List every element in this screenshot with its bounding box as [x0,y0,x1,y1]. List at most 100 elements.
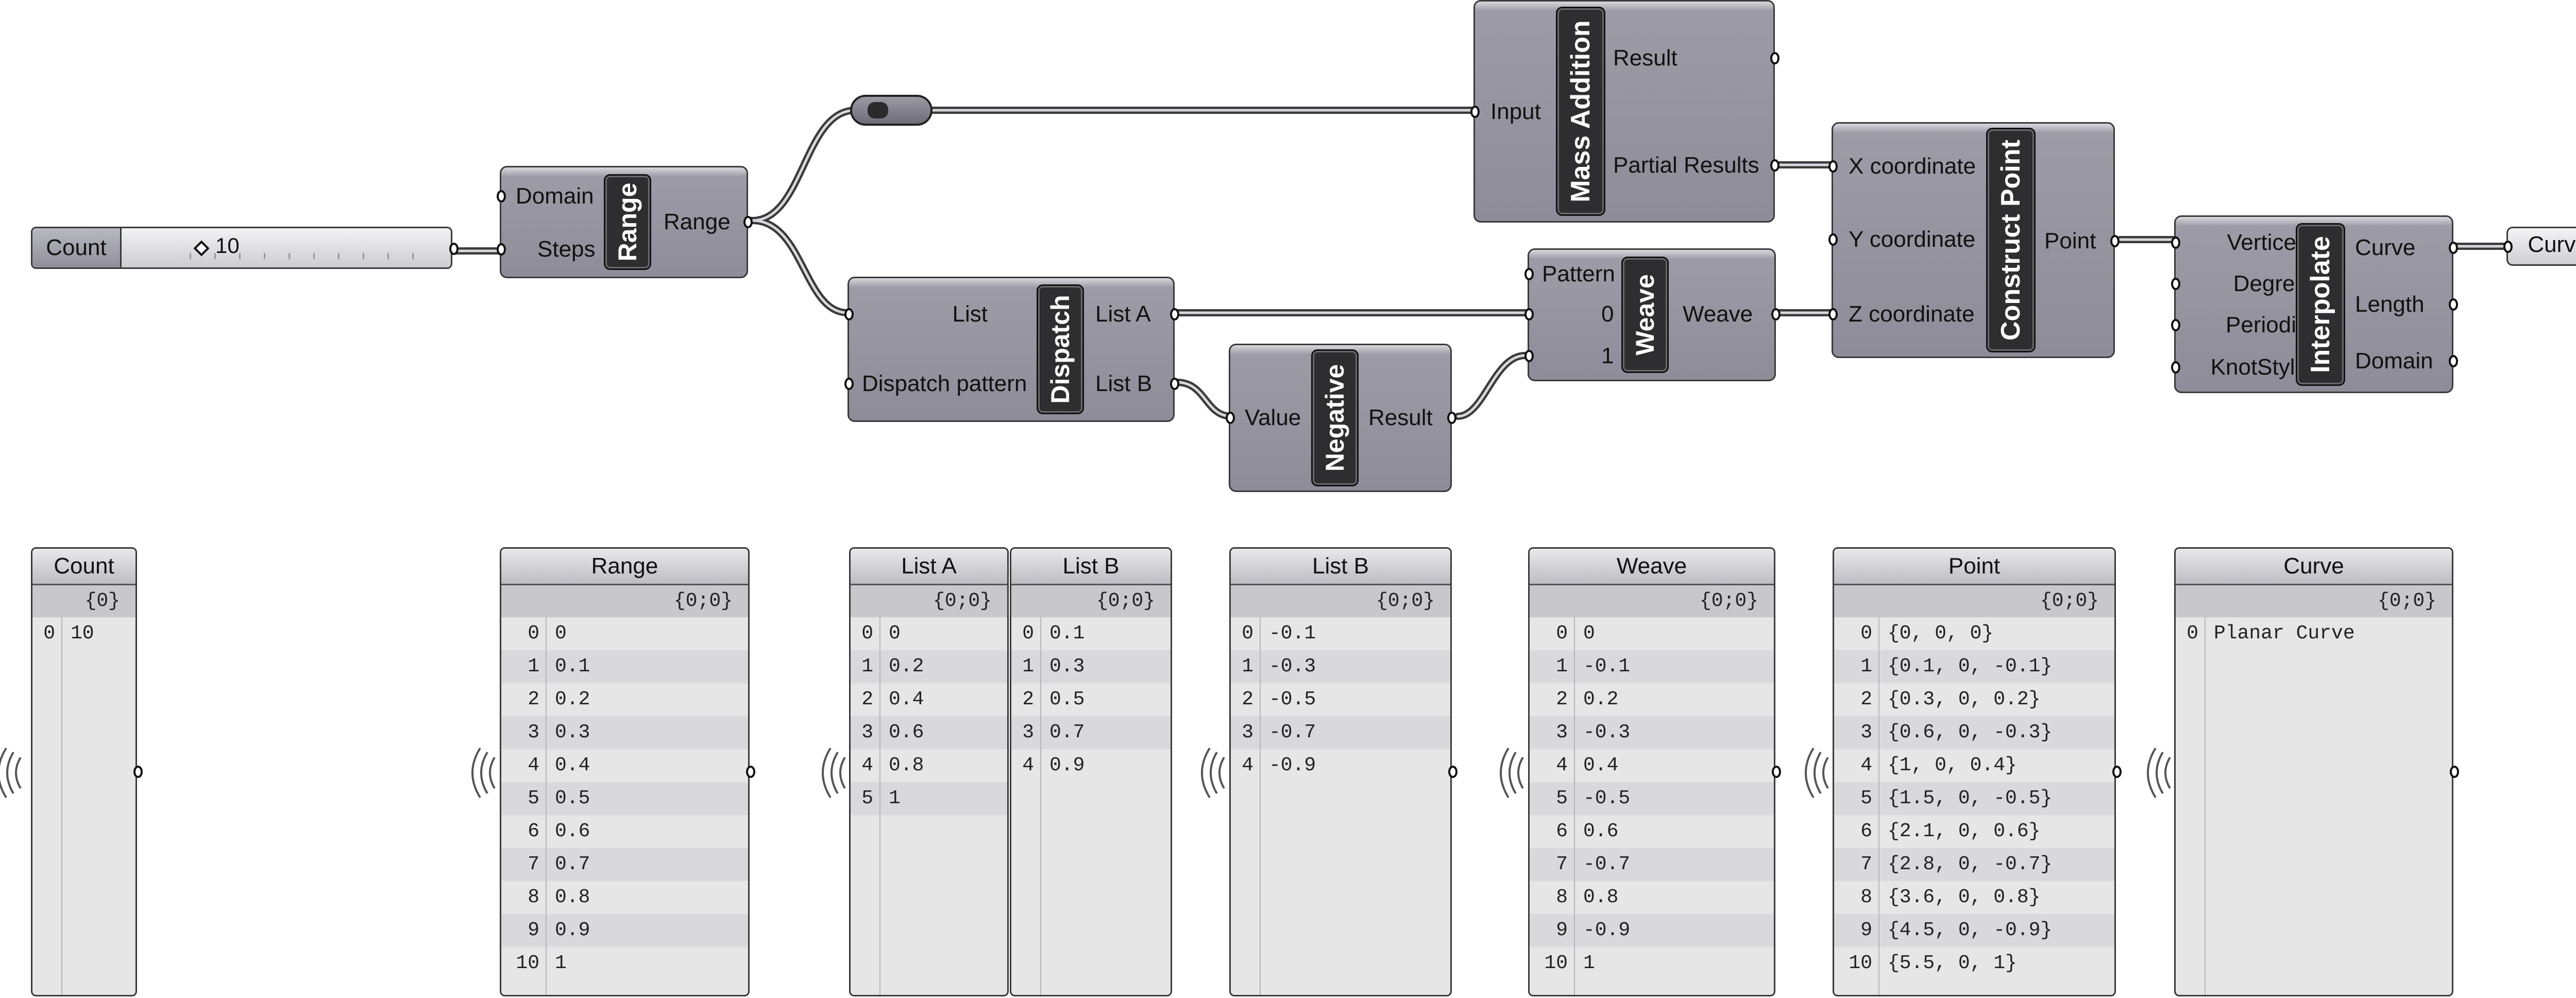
relay-node[interactable] [850,95,933,126]
construct-point-x-grip[interactable] [1828,160,1838,173]
interpolate-curve-grip[interactable] [2449,242,2458,254]
panel-count-grip[interactable] [133,766,143,778]
weave-pattern-grip[interactable] [1524,268,1534,280]
panel-row: 2-0.5 [1231,683,1450,716]
range-steps-grip[interactable] [497,243,506,256]
panel-row-index: 3 [1242,721,1253,743]
interpolate-periodic-grip[interactable] [2171,319,2180,331]
weave-component[interactable]: Pattern 0 1 Weave Weave [1524,248,1781,381]
slider-track[interactable]: 10 [123,232,435,262]
count-slider-label: Count [32,228,122,267]
panel-title: Range [501,549,748,585]
weave-input-1: 1 [1601,343,1614,368]
panel-row-value: 0 [1583,622,1595,645]
dispatch-list-grip[interactable] [844,308,854,320]
weave-0-grip[interactable] [1524,308,1534,320]
construct-point-component[interactable]: X coordinate Y coordinate Z coordinate C… [1828,122,2120,358]
panel-row-value: 0.6 [889,721,924,743]
dispatch-input-list: List [952,301,988,327]
panel-row-index: 7 [1860,853,1872,875]
panel-point-grip[interactable] [2112,766,2122,778]
range-output-grip[interactable] [743,216,753,228]
range-domain-grip[interactable] [497,190,506,202]
mass-addition-result-grip[interactable] [1770,52,1780,64]
panel-row-index: 1 [1556,655,1568,678]
interpolate-domain-grip[interactable] [2449,355,2458,367]
dispatch-pattern-grip[interactable] [844,378,854,390]
panel-row-value: -0.9 [1583,919,1631,941]
interpolate-vertices-grip[interactable] [2171,236,2180,249]
panel-row-index: 1 [1242,655,1253,678]
panel-row-index: 0 [1242,622,1253,645]
mass-addition-partial-grip[interactable] [1770,159,1780,172]
panel-row-index: 0 [1860,622,1872,645]
construct-point-z-grip[interactable] [1828,308,1838,320]
negative-value-grip[interactable] [1226,412,1235,424]
panel-row-value: 0.8 [1583,886,1619,908]
panel-row-index: 5 [528,787,539,809]
slider-ticks [190,253,425,259]
panel-row-value: -0.3 [1269,655,1316,678]
mass-addition-nickname: Mass Addition [1556,7,1605,216]
construct-point-y-grip[interactable] [1828,233,1838,246]
panel-point[interactable]: Point{0;0}0{0, 0, 0}1{0.1, 0, -0.1}2{0.3… [1833,547,2116,996]
interpolate-length-grip[interactable] [2449,298,2458,311]
curve-parameter-input-grip[interactable] [2503,241,2513,253]
panel-row-index: 2 [861,688,873,711]
panel-row-value: {2.1, 0, 0.6} [1888,820,2041,842]
panel-row-value: 0.8 [889,754,924,776]
curve-parameter[interactable]: Curve [2503,227,2576,266]
construct-point-input-y: Y coordinate [1849,227,1976,252]
panel-row-index: 10 [516,952,539,974]
panel-listb-grip[interactable] [1448,766,1458,778]
panel-row-value: {1, 0, 0.4} [1888,754,2017,776]
mass-addition-input-grip[interactable] [1470,106,1480,118]
panel-index-divider [879,617,880,995]
dispatch-lista-grip[interactable] [1170,308,1179,320]
mass-addition-component[interactable]: Input Mass Addition Result Partial Resul… [1470,0,1780,223]
panel-row-index: 0 [1556,622,1568,645]
weave-input-0: 0 [1601,301,1614,327]
panel-index-divider [546,617,547,995]
weave-1-grip[interactable] [1524,350,1534,362]
panel-row-index: 5 [1556,787,1568,809]
panel-row-index: 8 [1556,886,1568,908]
panel-row-value: 0.7 [1049,721,1085,743]
panel-index-divider [1040,617,1041,995]
panel-weave-grip[interactable] [1772,766,1781,778]
weave-output-grip[interactable] [1771,308,1781,320]
count-slider[interactable]: Count 10 [31,227,459,269]
panel-curve-grip[interactable] [2450,766,2459,778]
interpolate-component[interactable]: Vertices Degree Periodic KnotStyle Inter… [2171,215,2458,393]
construct-point-output-grip[interactable] [2110,235,2120,247]
panel-range-grip[interactable] [746,766,755,778]
slider-output-grip[interactable] [449,243,459,255]
interpolate-degree-grip[interactable] [2171,278,2180,290]
panel-row-value: 0 [555,622,567,645]
panel-row: 1{0.1, 0, -0.1} [1834,650,2114,683]
panel-row-index: 1 [528,655,539,678]
interpolate-knotstyle-grip[interactable] [2171,361,2180,374]
dispatch-listb-grip[interactable] [1170,378,1179,390]
range-component[interactable]: Domain Steps Range Range [497,166,753,278]
panel-row-value: 0.4 [555,754,590,776]
dispatch-component[interactable]: List Dispatch pattern Dispatch List A Li… [844,277,1179,422]
interpolate-output-domain: Domain [2355,348,2433,374]
negative-result-grip[interactable] [1447,412,1456,424]
panel-title: List B [1011,549,1171,585]
negative-component[interactable]: Value Negative Result [1226,344,1456,492]
